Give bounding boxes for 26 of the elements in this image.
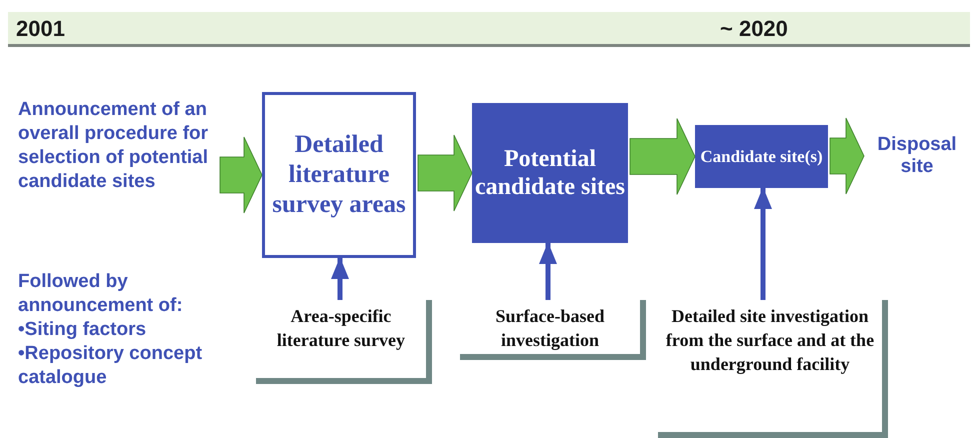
process-box xyxy=(695,125,828,188)
process-note xyxy=(256,300,432,384)
note-text: •Siting factors xyxy=(18,318,148,342)
node-text: Disposal site xyxy=(876,134,958,178)
node-text: Announcement of an overall procedure for selection of potential candidate sites xyxy=(18,98,210,194)
block-arrow xyxy=(220,136,262,214)
year-label: 2001 xyxy=(16,17,65,41)
node-text: Surface-based investigation xyxy=(494,305,606,352)
arrow xyxy=(331,257,349,300)
note-text: •Repository concept catalogue xyxy=(18,342,204,390)
year-label: ~ 2020 xyxy=(720,17,788,41)
process-note xyxy=(460,300,646,360)
node-text: Area-specific literature survey xyxy=(276,305,406,352)
block-arrow xyxy=(830,118,864,194)
block-arrow xyxy=(630,118,696,195)
node-text: Detailed literature survey areas xyxy=(271,130,407,220)
node-text: Potential candidate sites xyxy=(474,145,626,201)
node-text: Detailed site investigation from the surface and at the underground facility xyxy=(664,305,876,376)
process-box xyxy=(472,103,628,243)
process-box xyxy=(262,92,416,258)
block-arrow xyxy=(418,134,472,212)
arrow xyxy=(754,187,772,300)
note-text: Followed by announcement of: xyxy=(18,270,184,318)
process-note xyxy=(658,300,888,438)
arrow xyxy=(539,242,557,300)
node-text: Candidate site(s) xyxy=(700,146,823,167)
